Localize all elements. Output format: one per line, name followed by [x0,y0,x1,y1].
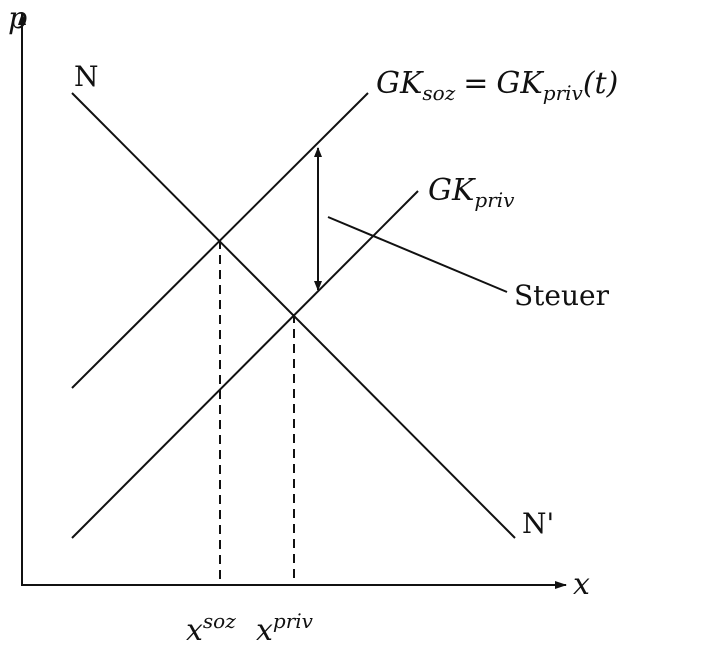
tax-label-leader [327,216,508,293]
x-axis-label: x [573,567,590,602]
tax-label: Steuer [514,279,610,312]
private-cost-curve [71,190,419,539]
private-cost-label: GKpriv [428,173,515,212]
social-cost-label: GKsoz=GKpriv(t) [376,66,618,105]
demand-label-n: N [74,60,99,93]
tick-x-priv: xpriv [256,609,314,648]
y-axis-label: p [8,1,27,36]
demand-label-n-prime: N' [522,507,554,540]
tick-x-soz: xsoz [186,609,236,648]
